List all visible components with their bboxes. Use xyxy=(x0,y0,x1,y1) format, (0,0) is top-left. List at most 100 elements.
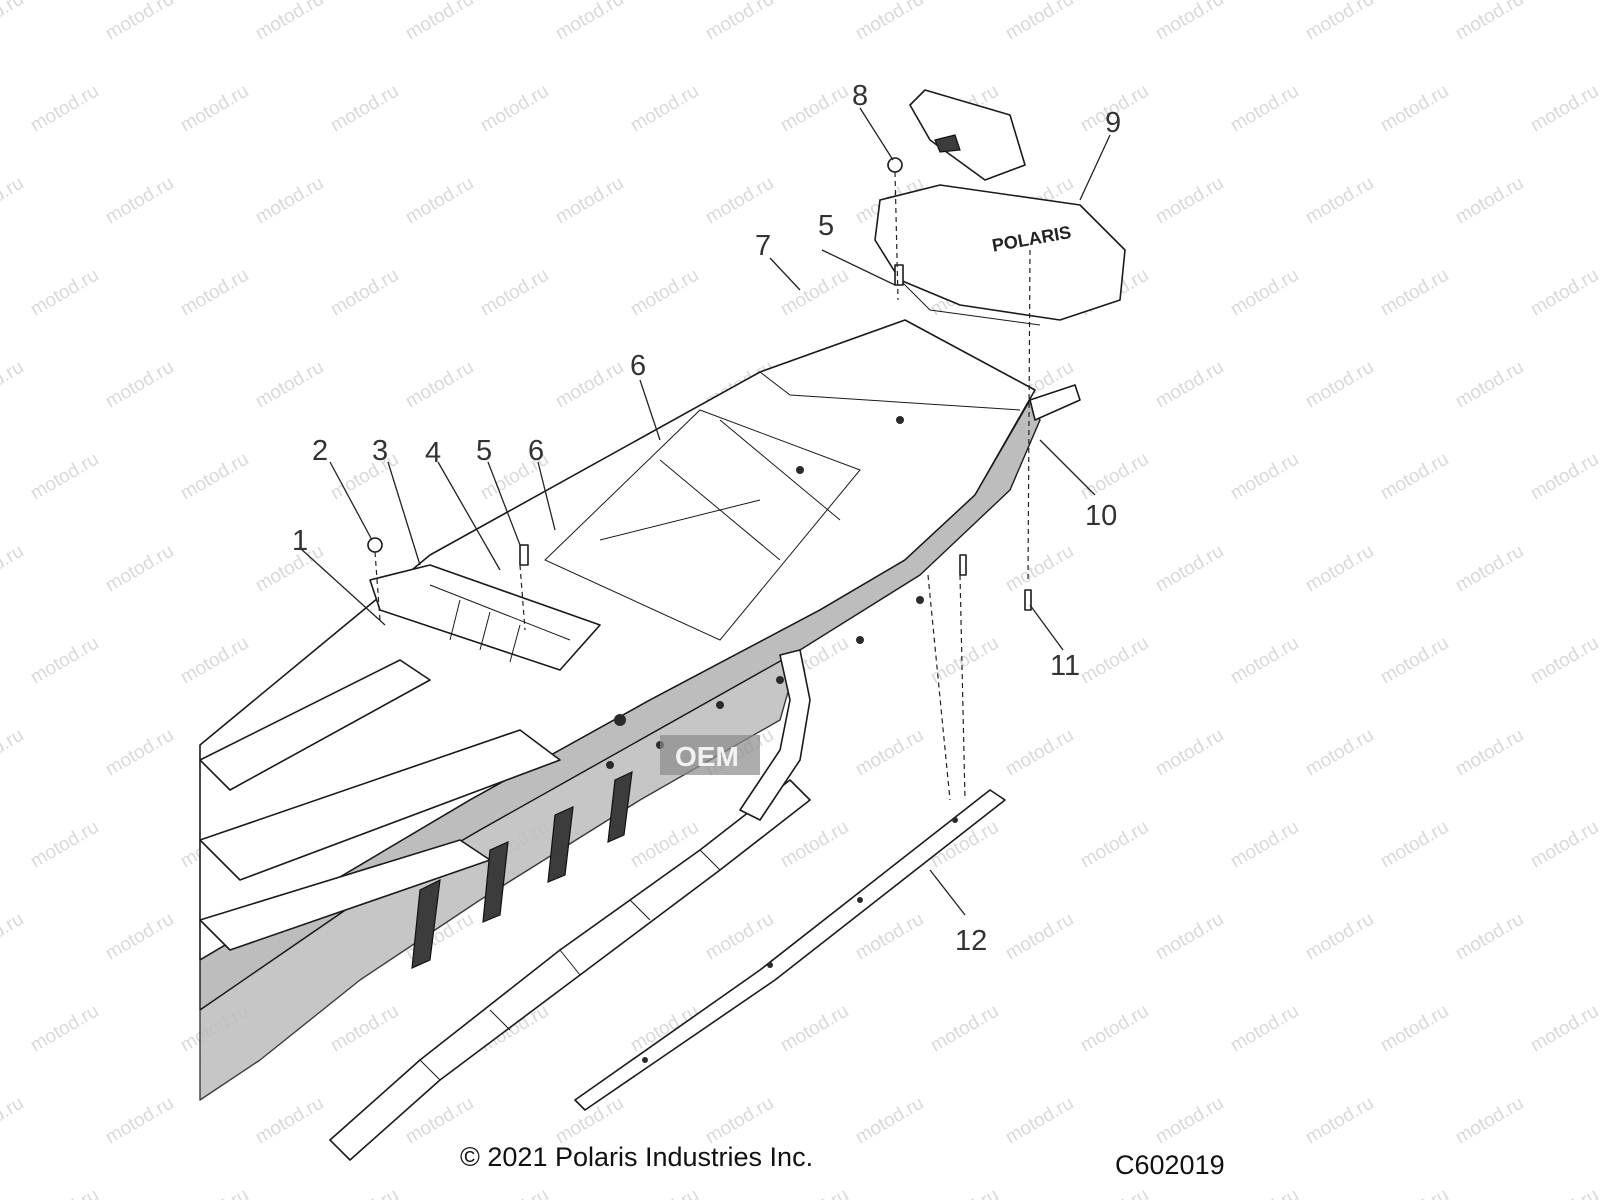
watermark-text: motod.ru xyxy=(1302,541,1377,597)
watermark-text: motod.ru xyxy=(1002,1093,1077,1149)
watermark-text: motod.ru xyxy=(777,817,852,873)
watermark-text: motod.ru xyxy=(1377,449,1452,505)
watermark-text: motod.ru xyxy=(1227,1185,1302,1200)
watermark-text: motod.ru xyxy=(477,1185,552,1200)
watermark-text: motod.ru xyxy=(1377,1185,1452,1200)
front-bracket xyxy=(369,564,601,671)
watermark-text: motod.ru xyxy=(1302,909,1377,965)
watermark-text: motod.ru xyxy=(177,1185,252,1200)
watermark-text: motod.ru xyxy=(477,81,552,137)
install-lines xyxy=(374,171,1031,801)
watermark-text: motod.ru xyxy=(702,0,777,44)
watermark-text: motod.ru xyxy=(1077,449,1152,505)
watermark-text: motod.ru xyxy=(1152,173,1227,229)
watermark-text: motod.ru xyxy=(327,1001,402,1057)
watermark-text: motod.ru xyxy=(1227,449,1302,505)
watermark-text: motod.ru xyxy=(252,0,327,44)
watermark-text: motod.ru xyxy=(1302,173,1377,229)
watermark-text: motod.ru xyxy=(0,173,27,229)
watermark-text: motod.ru xyxy=(927,633,1002,689)
watermark-text: motod.ru xyxy=(627,81,702,137)
watermark-text: motod.ru xyxy=(777,1001,852,1057)
callout-1: 1 xyxy=(292,525,308,557)
callout-5b: 5 xyxy=(818,210,834,242)
callout-7: 7 xyxy=(755,230,771,262)
watermark-text: motod.ru xyxy=(27,81,102,137)
watermark-text: motod.ru xyxy=(1527,1185,1600,1200)
watermark-text: motod.ru xyxy=(27,449,102,505)
watermark-text: motod.ru xyxy=(1077,633,1152,689)
callout-6b: 6 xyxy=(630,350,646,382)
watermark-text: motod.ru xyxy=(1527,449,1600,505)
watermark-text: motod.ru xyxy=(327,1185,402,1200)
copyright-notice: © 2021 Polaris Industries Inc. xyxy=(460,1142,814,1172)
watermark-text: motod.ru xyxy=(1527,81,1600,137)
watermark-text: motod.ru xyxy=(1527,265,1600,321)
watermark-text: motod.ru xyxy=(0,0,27,44)
tunnel-edge-strip xyxy=(574,789,1006,1111)
watermark-text: motod.ru xyxy=(102,357,177,413)
watermark-text: motod.ru xyxy=(102,0,177,44)
watermark-text: motod.ru xyxy=(552,0,627,44)
watermark-text: motod.ru xyxy=(252,173,327,229)
watermark-text: motod.ru xyxy=(0,541,27,597)
watermark-text: motod.ru xyxy=(1227,633,1302,689)
watermark-text: motod.ru xyxy=(1077,1001,1152,1057)
watermark-text: motod.ru xyxy=(1227,81,1302,137)
watermark-text: motod.ru xyxy=(852,0,927,44)
watermark-text: motod.ru xyxy=(927,1001,1002,1057)
watermark-text: motod.ru xyxy=(1452,1093,1527,1149)
watermark-text: motod.ru xyxy=(1002,541,1077,597)
watermark-text: motod.ru xyxy=(1302,0,1377,44)
watermark-text: motod.ru xyxy=(1527,817,1600,873)
watermark-text: motod.ru xyxy=(252,357,327,413)
watermark-text: motod.ru xyxy=(1377,265,1452,321)
hardware xyxy=(367,157,1032,611)
side-vents xyxy=(411,770,633,969)
watermark-text: motod.ru xyxy=(1377,1001,1452,1057)
rear-bumper-end xyxy=(1029,384,1081,421)
watermark-text: motod.ru xyxy=(27,817,102,873)
oem-stamp xyxy=(660,735,760,775)
watermark-text: motod.ru xyxy=(702,1093,777,1149)
callout-2: 2 xyxy=(312,435,328,467)
watermark-text: motod.ru xyxy=(777,265,852,321)
watermark-text: motod.ru xyxy=(0,725,27,781)
watermark-text: motod.ru xyxy=(1077,817,1152,873)
watermark-text: motod.ru xyxy=(1527,633,1600,689)
watermark-text: motod.ru xyxy=(1152,357,1227,413)
watermark-text: motod.ru xyxy=(402,173,477,229)
watermark-text: motod.ru xyxy=(927,1185,1002,1200)
watermark-text: motod.ru xyxy=(27,265,102,321)
watermark-text: motod.ru xyxy=(1227,265,1302,321)
watermark-text: motod.ru xyxy=(177,265,252,321)
watermark-text: motod.ru xyxy=(1227,817,1302,873)
watermark-text: motod.ru xyxy=(552,357,627,413)
watermark-text: motod.ru xyxy=(1452,357,1527,413)
watermark-text: motod.ru xyxy=(777,1185,852,1200)
watermark-text: motod.ru xyxy=(1302,725,1377,781)
watermark-text: motod.ru xyxy=(102,725,177,781)
watermark-text: motod.ru xyxy=(1152,1093,1227,1149)
callout-9: 9 xyxy=(1105,107,1121,139)
watermark-text: motod.ru xyxy=(552,173,627,229)
watermark-text: motod.ru xyxy=(1377,817,1452,873)
callout-8: 8 xyxy=(852,80,868,112)
watermark-text: motod.ru xyxy=(102,909,177,965)
watermark-text: motod.ru xyxy=(1152,909,1227,965)
watermark-text: motod.ru xyxy=(102,173,177,229)
watermark-text: motod.ru xyxy=(0,1093,27,1149)
callout-5a: 5 xyxy=(476,435,492,467)
callout-12: 12 xyxy=(955,925,987,957)
rear-cover: POLARIS xyxy=(874,184,1126,326)
watermark-text: motod.ru xyxy=(1002,0,1077,44)
watermark-text: motod.ru xyxy=(1002,909,1077,965)
watermark-text: motod.ru xyxy=(1452,0,1527,44)
watermark-text: motod.ru xyxy=(177,449,252,505)
watermark-text: motod.ru xyxy=(1452,173,1527,229)
watermark-text: motod.ru xyxy=(1377,81,1452,137)
watermark-text: motod.ru xyxy=(1452,725,1527,781)
watermark-text: motod.ru xyxy=(0,357,27,413)
watermark-text: motod.ru xyxy=(1302,1093,1377,1149)
